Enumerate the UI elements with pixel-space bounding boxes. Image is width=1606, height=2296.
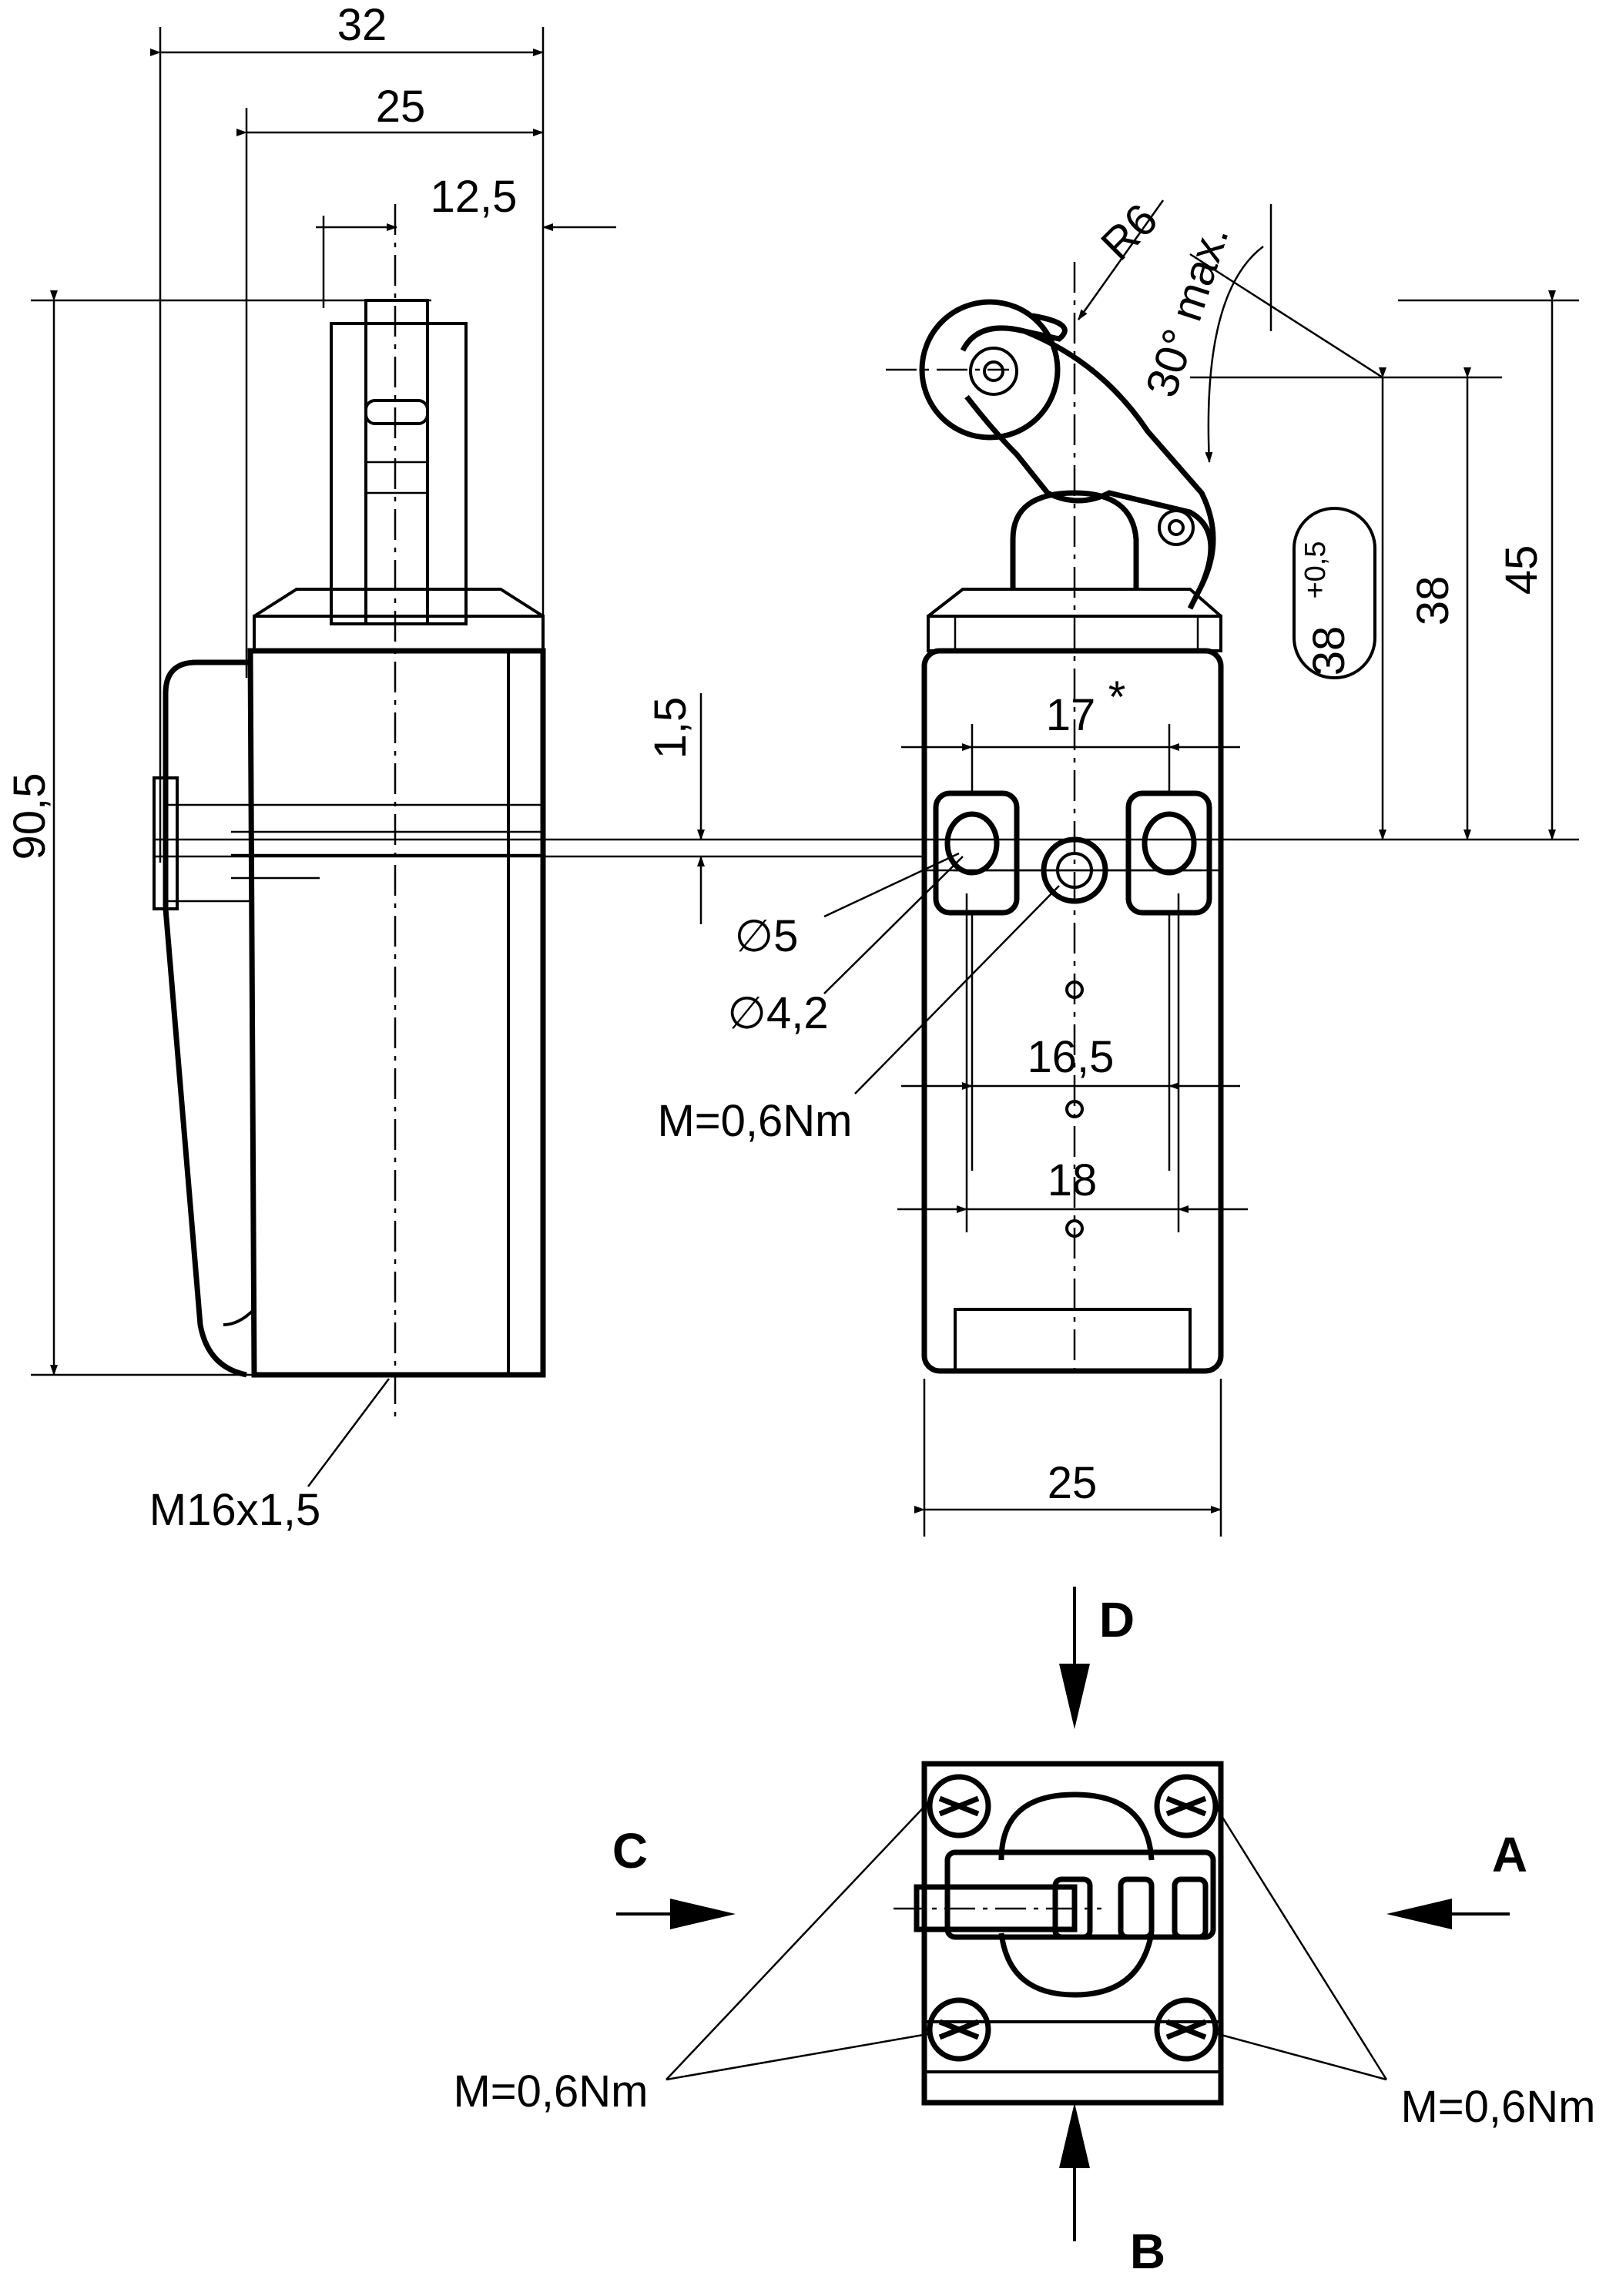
dim-dia-5: ∅5 bbox=[735, 911, 799, 961]
dim-32: 32 bbox=[337, 0, 387, 50]
direction-label-b: B bbox=[1130, 2224, 1165, 2279]
direction-label-a: A bbox=[1492, 1827, 1527, 1882]
dim-38: 38 bbox=[1408, 576, 1458, 626]
dim-25-top: 25 bbox=[376, 82, 426, 132]
dim-17-star: * bbox=[1108, 672, 1126, 722]
torque-right-label: M=0,6Nm bbox=[1400, 2082, 1595, 2132]
torque-left-label: M=0,6Nm bbox=[453, 2066, 648, 2117]
torque-front-label: M=0,6Nm bbox=[657, 1096, 852, 1146]
dim-radius: R6 bbox=[1091, 194, 1167, 270]
plan-view bbox=[616, 1587, 1510, 2241]
dim-18: 18 bbox=[1048, 1155, 1098, 1205]
dim-38-tolerance: 38 bbox=[1304, 626, 1354, 676]
dim-17: 17 bbox=[1046, 690, 1096, 740]
side-view bbox=[31, 27, 616, 1487]
dim-dia-4-2: ∅4,2 bbox=[727, 988, 828, 1038]
dim-16-5: 16,5 bbox=[1028, 1032, 1115, 1082]
direction-label-d: D bbox=[1099, 1592, 1135, 1647]
dim-1-5: 1,5 bbox=[645, 697, 696, 759]
dim-25-bottom: 25 bbox=[1048, 1458, 1098, 1508]
thread-label: M16x1,5 bbox=[149, 1485, 320, 1535]
dim-90-5: 90,5 bbox=[5, 773, 55, 860]
front-view bbox=[154, 199, 1579, 1537]
dim-12-5: 12,5 bbox=[431, 172, 518, 222]
dim-tolerance: +0,5 bbox=[1299, 541, 1332, 598]
dim-45: 45 bbox=[1497, 545, 1547, 595]
direction-label-c: C bbox=[612, 1823, 648, 1879]
